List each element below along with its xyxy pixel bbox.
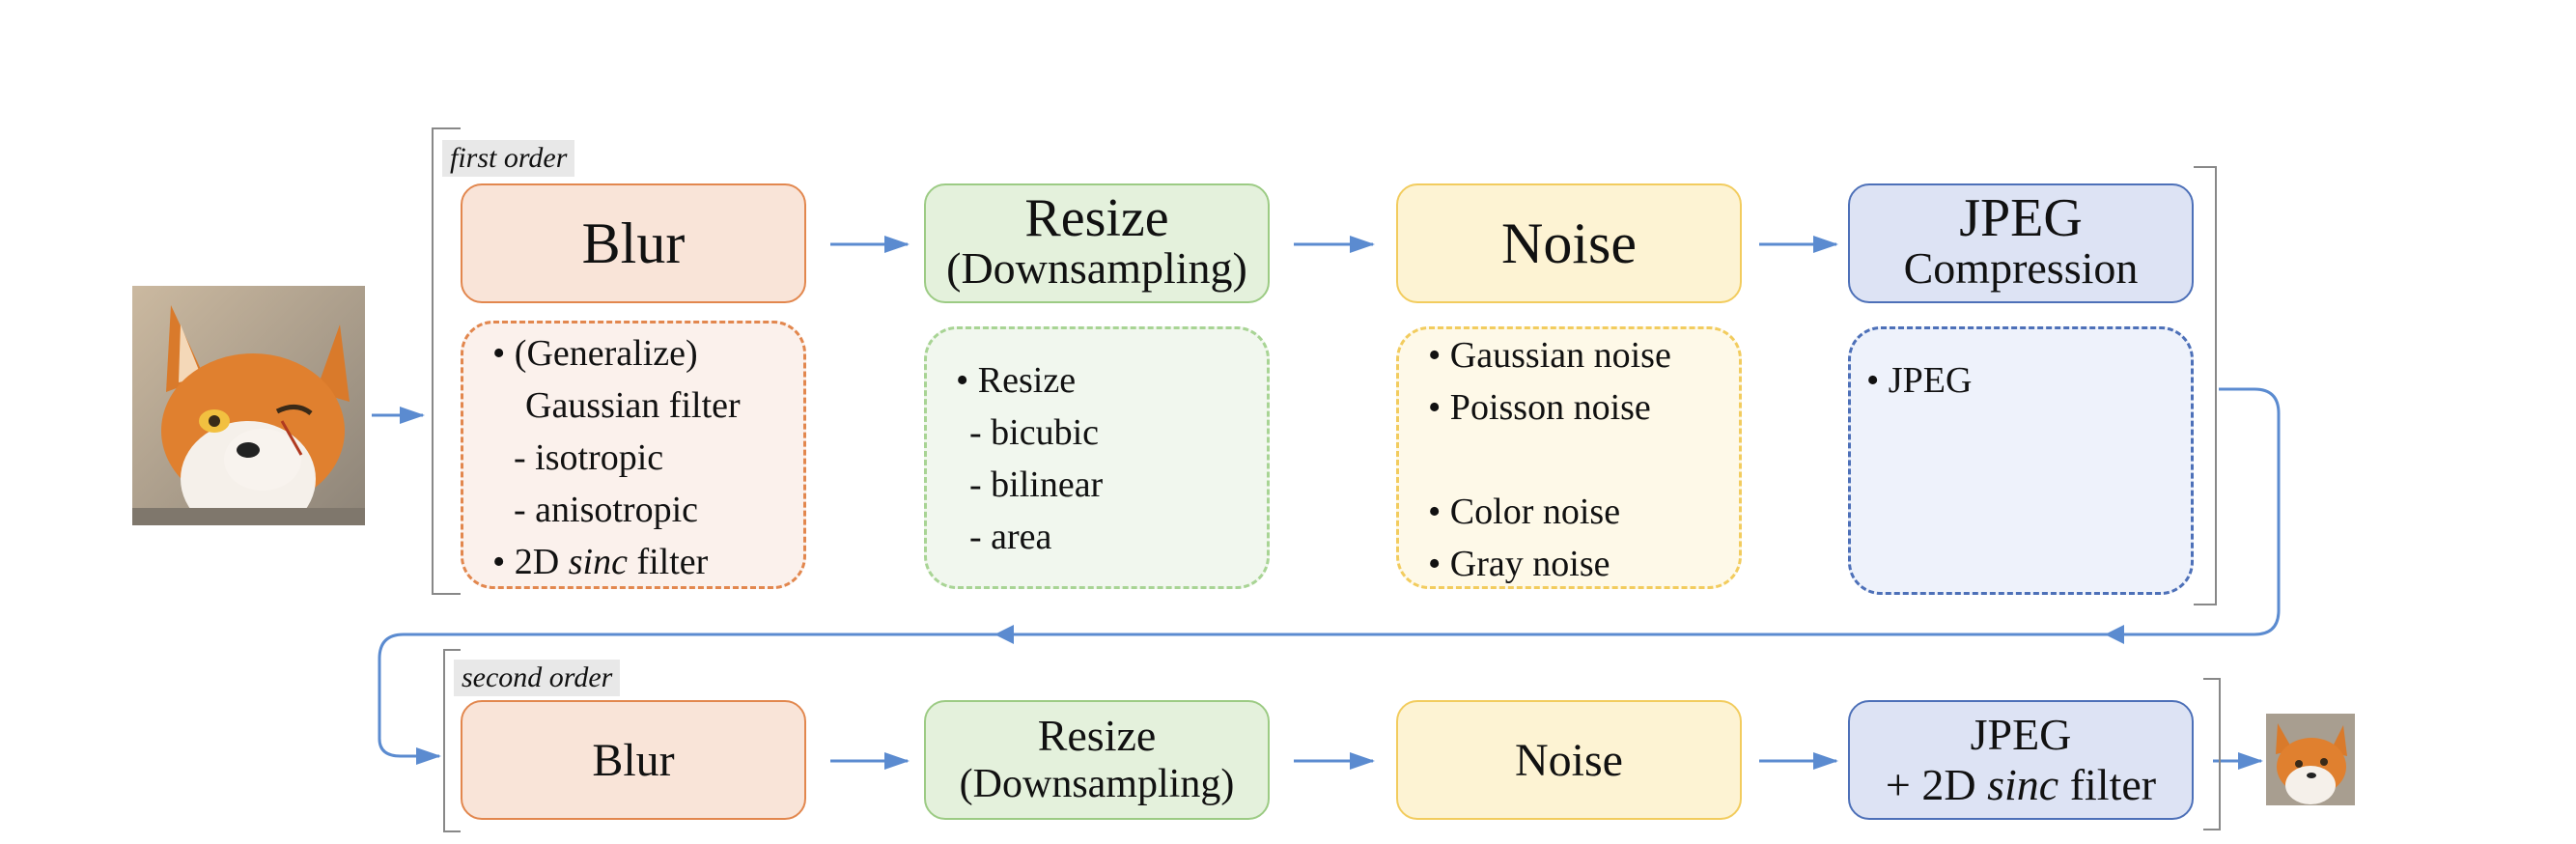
- resize-item-3: - bilinear: [969, 464, 1104, 505]
- blur-item-1: • (Generalize): [492, 333, 698, 374]
- second-resize-title: Resize: [1037, 711, 1157, 760]
- blur-item-4: - anisotropic: [514, 490, 699, 530]
- noise-spacer: [1428, 434, 1720, 486]
- first-noise-details: • Gaussian noise • Poisson noise • Color…: [1396, 326, 1742, 589]
- first-jpeg-box: JPEG Compression: [1848, 183, 2194, 303]
- second-noise-box: Noise: [1396, 700, 1742, 820]
- loop-arrowhead-2: [994, 625, 1014, 644]
- noise-item-4: • Gray noise: [1428, 544, 1610, 584]
- first-order-left-bracket: [432, 127, 461, 595]
- loop-arrowhead-1: [2105, 625, 2124, 644]
- second-resize-box: Resize (Downsampling): [924, 700, 1270, 820]
- first-blur-box: Blur: [461, 183, 806, 303]
- noise-item-3: • Color noise: [1428, 492, 1621, 532]
- first-blur-title: Blur: [581, 211, 686, 275]
- second-noise-title: Noise: [1515, 734, 1623, 786]
- noise-item-2: • Poisson noise: [1428, 387, 1651, 428]
- first-jpeg-title: JPEG: [1959, 188, 2083, 248]
- resize-item-1: • Resize: [956, 360, 1077, 401]
- first-noise-title: Noise: [1501, 211, 1637, 275]
- second-jpeg-line2: + 2D sinc filter: [1885, 760, 2157, 809]
- second-resize-subtitle: (Downsampling): [959, 762, 1235, 806]
- output-fox-image: [2266, 714, 2355, 805]
- noise-item-1: • Gaussian noise: [1428, 335, 1671, 376]
- resize-item-2: - bicubic: [969, 412, 1100, 453]
- first-resize-subtitle: (Downsampling): [946, 243, 1247, 293]
- resize-item-4: - area: [969, 517, 1052, 557]
- first-order-tag: first order: [442, 140, 575, 177]
- first-jpeg-subtitle: Compression: [1903, 243, 2139, 293]
- second-blur-box: Blur: [461, 700, 806, 820]
- first-resize-title: Resize: [1024, 188, 1169, 248]
- blur-item-2: Gaussian filter: [525, 385, 741, 426]
- second-order-tag: second order: [454, 660, 621, 696]
- blur-item-sinc: • 2D sinc filter: [492, 542, 709, 582]
- second-blur-title: Blur: [592, 734, 675, 786]
- second-order-right-bracket: [2203, 678, 2221, 830]
- first-jpeg-details: • JPEG: [1848, 326, 2194, 595]
- blur-item-3: - isotropic: [514, 437, 664, 478]
- first-resize-box: Resize (Downsampling): [924, 183, 1270, 303]
- first-resize-details: • Resize - bicubic - bilinear - area: [924, 326, 1270, 589]
- second-jpeg-box: JPEG + 2D sinc filter: [1848, 700, 2194, 820]
- first-noise-box: Noise: [1396, 183, 1742, 303]
- loop-connector: [378, 387, 2281, 765]
- input-fox-image: [132, 286, 365, 525]
- first-blur-details: • (Generalize) Gaussian filter - isotrop…: [461, 321, 806, 589]
- second-order-left-bracket: [443, 649, 461, 832]
- jpeg-item-1: • JPEG: [1866, 360, 1973, 401]
- first-order-right-bracket: [2194, 166, 2217, 605]
- second-jpeg-title: JPEG: [1970, 710, 2072, 759]
